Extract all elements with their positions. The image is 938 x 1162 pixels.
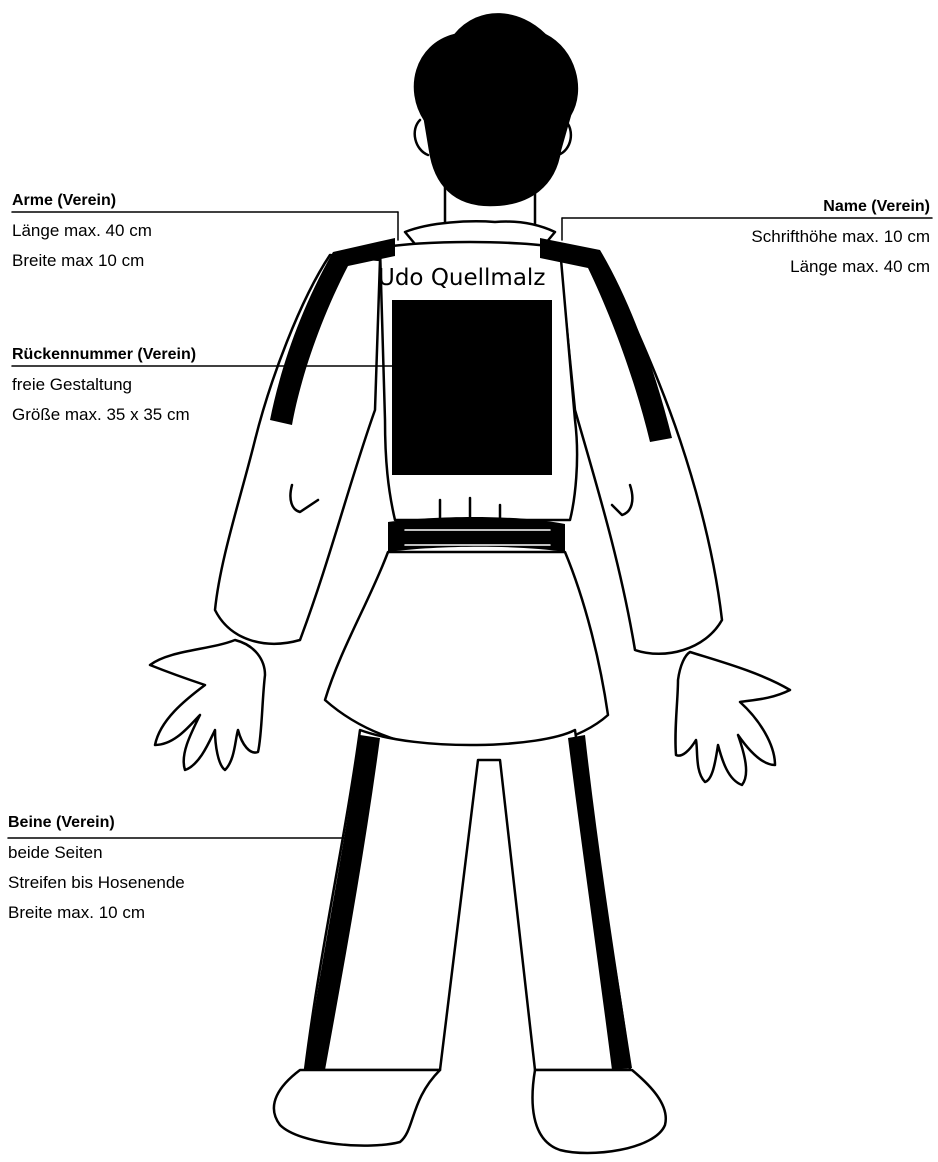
callout-beine-line-3: Breite max. 10 cm (8, 898, 185, 928)
right-hand (675, 652, 790, 785)
callout-name: Name (Verein) Schrifthöhe max. 10 cm Län… (751, 192, 930, 282)
callout-arme-line-1: Länge max. 40 cm (12, 216, 152, 246)
right-sleeve (560, 255, 722, 654)
left-hand (150, 640, 265, 770)
callout-arme: Arme (Verein) Länge max. 40 cm Breite ma… (12, 186, 152, 276)
left-sleeve (215, 255, 380, 644)
belt (388, 517, 565, 552)
callout-name-line-1: Schrifthöhe max. 10 cm (751, 222, 930, 252)
right-foot (533, 1070, 666, 1153)
head (415, 14, 577, 225)
callout-arme-title: Arme (Verein) (12, 186, 152, 216)
callout-beine-line-2: Streifen bis Hosenende (8, 868, 185, 898)
back-number-area[interactable] (392, 300, 552, 475)
callout-beine: Beine (Verein) beide Seiten Streifen bis… (8, 808, 185, 928)
callout-rueckennummer-line-1: freie Gestaltung (12, 370, 196, 400)
back-name-label: Udo Quellmalz (378, 265, 545, 291)
callout-name-line-2: Länge max. 40 cm (751, 252, 930, 282)
left-foot (274, 1070, 440, 1146)
callout-rueckennummer: Rückennummer (Verein) freie Gestaltung G… (12, 340, 196, 430)
jacket-skirt (325, 552, 608, 752)
callout-rueckennummer-line-2: Größe max. 35 x 35 cm (12, 400, 196, 430)
callout-arme-line-2: Breite max 10 cm (12, 246, 152, 276)
callout-beine-line-1: beide Seiten (8, 838, 185, 868)
callout-name-title: Name (Verein) (751, 192, 930, 222)
callout-rueckennummer-title: Rückennummer (Verein) (12, 340, 196, 370)
callout-beine-title: Beine (Verein) (8, 808, 185, 838)
